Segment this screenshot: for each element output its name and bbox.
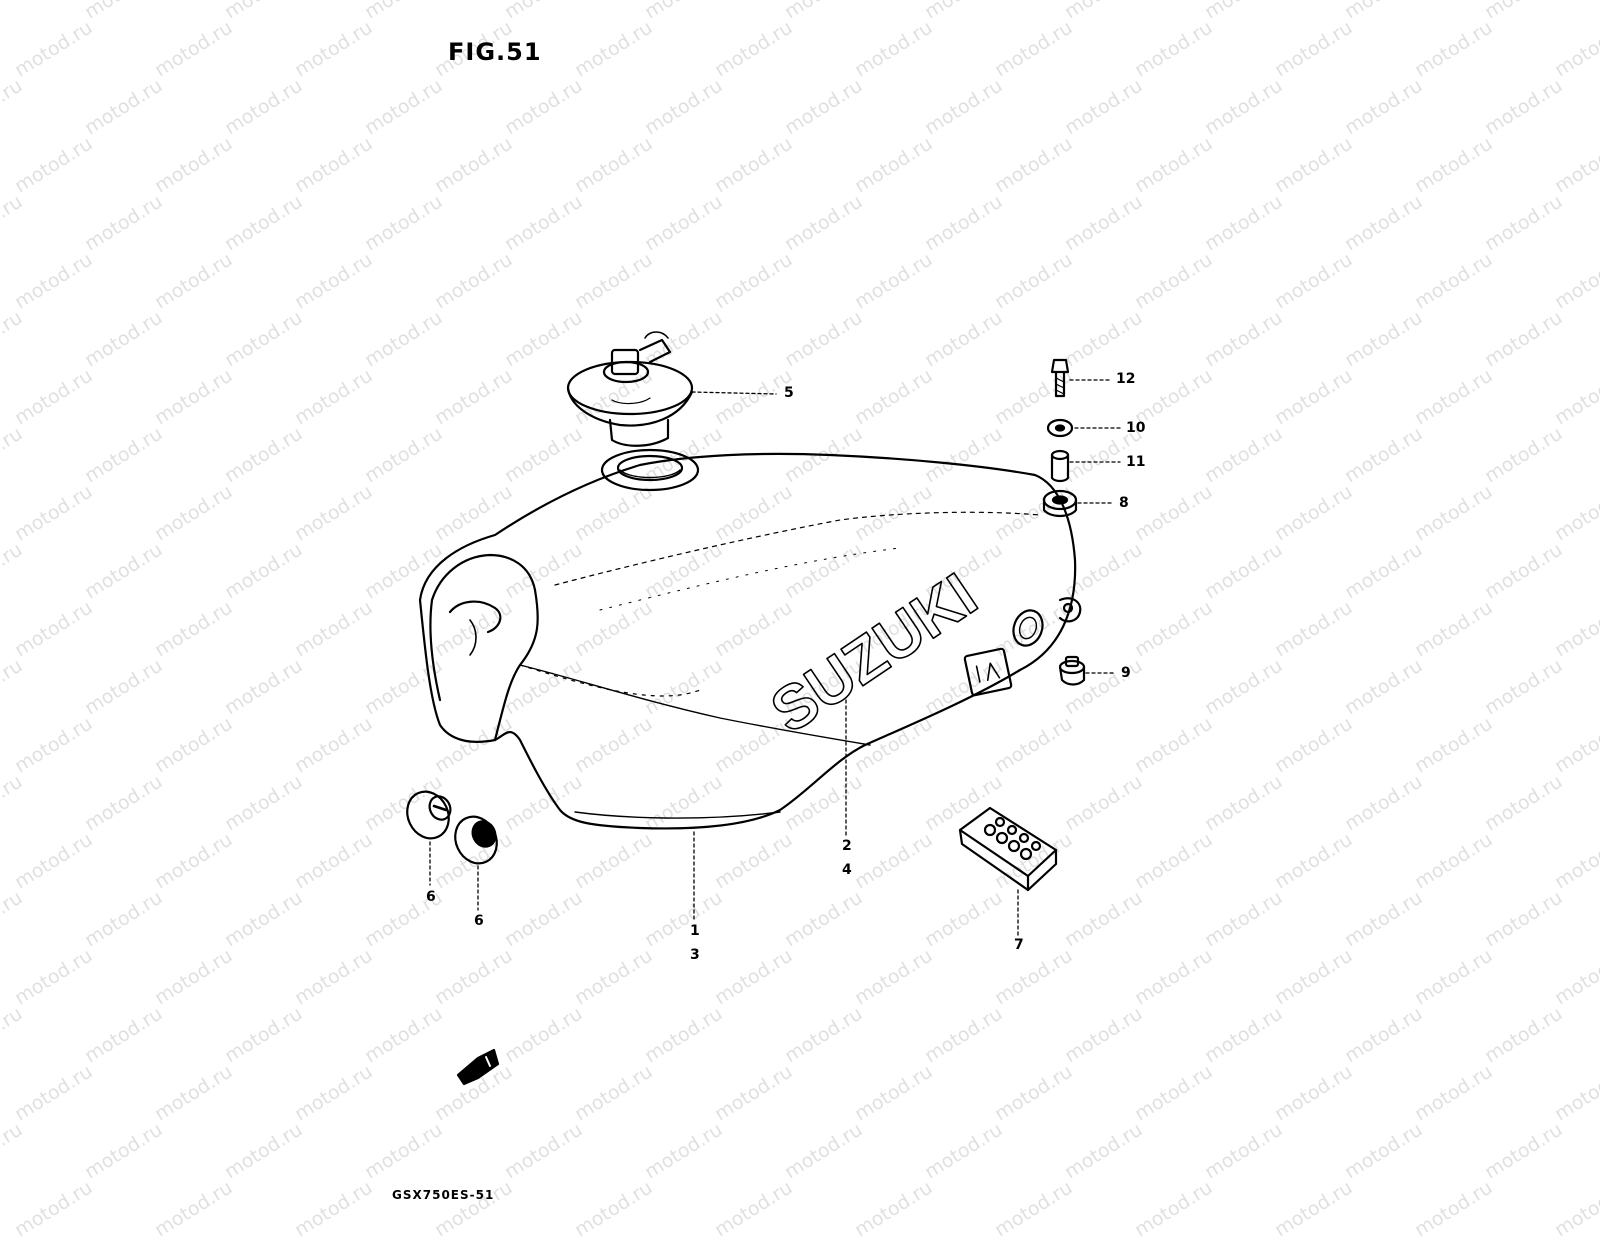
callout-10: 10 xyxy=(1126,420,1146,436)
tank-front-bracket xyxy=(1058,597,1082,623)
figure-title: FIG.51 xyxy=(448,38,542,66)
footer-code: GSX750ES-51 xyxy=(392,1188,495,1202)
tank-rear-scoop xyxy=(429,553,539,742)
diagram-drawing: SUZUKI xyxy=(406,331,1121,1086)
tank-badge xyxy=(963,647,1013,697)
tank-pad xyxy=(958,806,1058,892)
callout-1: 1 xyxy=(690,923,700,939)
callout-4: 4 xyxy=(842,862,852,878)
front-direction-arrow-icon xyxy=(456,1048,500,1086)
callout-8: 8 xyxy=(1119,495,1129,511)
bolt xyxy=(1050,358,1070,398)
callout-11: 11 xyxy=(1126,454,1146,470)
cushion-lower xyxy=(1058,655,1086,686)
cushion-front xyxy=(1042,489,1078,518)
cushion-right xyxy=(454,815,498,865)
fuel-tank-outline xyxy=(418,452,1077,830)
fuel-tank xyxy=(418,448,1082,830)
callout-2: 2 xyxy=(842,838,852,854)
callout-12: 12 xyxy=(1116,371,1136,387)
callout-6-left: 6 xyxy=(426,889,436,905)
filler-neck xyxy=(600,448,700,492)
collar xyxy=(1050,449,1070,483)
callout-7: 7 xyxy=(1014,937,1024,953)
callout-9: 9 xyxy=(1121,665,1131,681)
tank-brand-lettering: SUZUKI xyxy=(759,560,989,746)
washer xyxy=(1046,418,1074,438)
callout-6-right: 6 xyxy=(474,913,484,929)
fuel-cap xyxy=(566,331,694,447)
callout-5: 5 xyxy=(784,385,794,401)
callout-3: 3 xyxy=(690,947,700,963)
leader-lines xyxy=(429,379,1121,936)
cushion-left xyxy=(406,790,452,840)
